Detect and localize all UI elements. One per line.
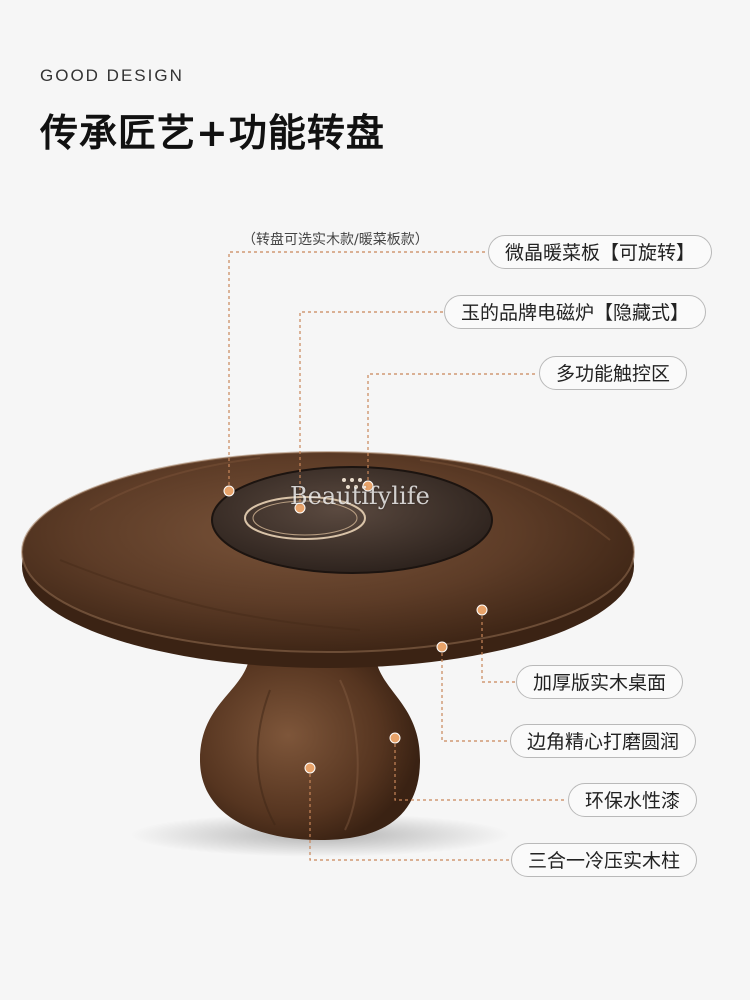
marker-rounded-edge	[436, 641, 448, 653]
watermark-text: Beautifylife	[290, 482, 430, 510]
marker-induction-cooker	[294, 502, 306, 514]
turntable-option-note: （转盘可选实木款/暖菜板款）	[242, 232, 429, 248]
marker-water-paint	[389, 732, 401, 744]
marker-warming-plate	[223, 485, 235, 497]
callout-rounded-edges: 边角精心打磨圆润	[510, 724, 697, 758]
tabletop-grain	[59, 559, 361, 631]
marker-pillar	[304, 762, 316, 774]
callout-induction-cooker: 玉的品牌电磁炉【隐藏式】	[444, 295, 707, 329]
callout-touch-area: 多功能触控区	[539, 356, 688, 390]
induction-ring-inner	[252, 500, 358, 536]
leader-lines	[228, 251, 567, 861]
marker-touch-area	[362, 480, 374, 492]
tabletop-grain-3	[89, 457, 261, 511]
marker-tabletop	[476, 604, 488, 616]
tabletop-rim-highlight	[21, 451, 635, 653]
brand-wordmark: GOOD DESIGN	[40, 66, 184, 85]
callout-thick-tabletop: 加厚版实木桌面	[516, 665, 684, 699]
pedestal-grain	[256, 689, 276, 826]
callout-solid-wood-pillar: 三合一冷压实木柱	[511, 843, 698, 877]
tabletop-grain-2	[419, 459, 611, 541]
callout-water-paint: 环保水性漆	[568, 783, 698, 817]
pedestal-grain-2	[339, 679, 359, 831]
callout-markers	[223, 480, 488, 774]
pedestal-base	[200, 650, 420, 840]
headline: 传承匠艺+功能转盘	[40, 111, 385, 155]
induction-ring-outer	[244, 496, 366, 540]
glass-turntable	[211, 466, 493, 574]
callout-warming-plate: 微晶暖菜板【可旋转】	[488, 235, 713, 269]
